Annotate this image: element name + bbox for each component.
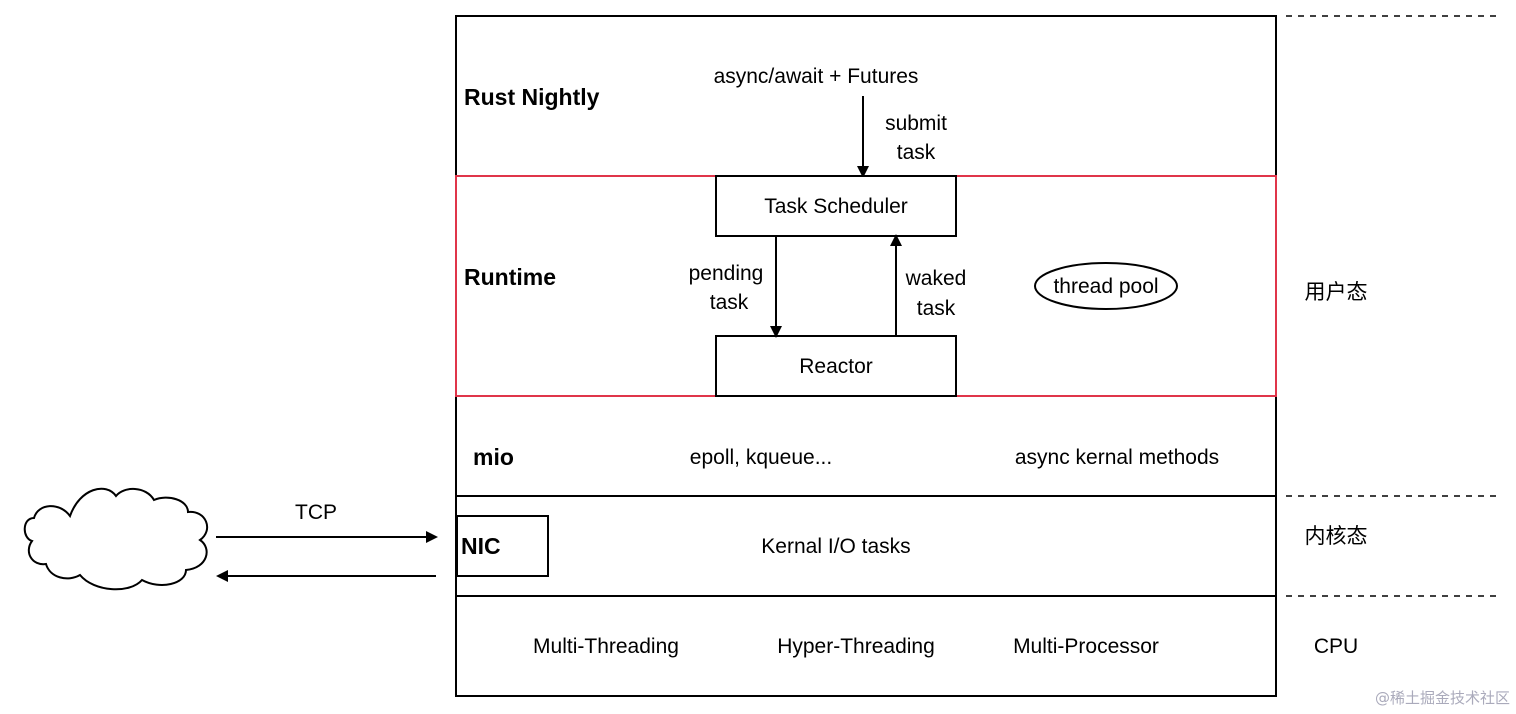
reactor-label: Reactor [799,355,873,378]
user-space-label: 用户态 [1305,281,1368,304]
cpu-item-multi-threading: Multi-Threading [533,635,679,658]
submit-task-label: task [897,141,936,164]
rust-nightly-title: Rust Nightly [464,84,600,110]
thread-pool-ellipse [1034,262,1178,310]
nic-box [456,515,549,577]
async-await-futures-label: async/await + Futures [714,65,919,88]
cpu-item-multi-processor: Multi-Processor [1013,635,1159,658]
runtime-title: Runtime [464,264,556,290]
thread-pool-label: thread pool [1053,275,1158,298]
epoll-kqueue-label: epoll, kqueue... [690,446,832,469]
mio-title: mio [473,444,514,470]
kernel-space-label: 内核态 [1305,525,1368,548]
network-cloud-icon [23,487,209,591]
submit-label: submit [885,112,947,135]
tcp-label: TCP [295,501,337,524]
waked-label: waked [905,267,967,290]
async-kernal-methods-label: async kernal methods [1015,446,1219,469]
task-scheduler-label: Task Scheduler [764,195,908,218]
cpu-item-hyper-threading: Hyper-Threading [777,635,935,658]
watermark: @稀土掘金技术社区 [1375,689,1510,707]
task-scheduler-box [715,175,957,237]
cpu-side-label: CPU [1314,635,1358,658]
waked-task-label: task [917,297,956,320]
pending-label: pending [689,262,764,285]
nic-label: NIC [461,533,501,559]
kernal-io-tasks-label: Kernal I/O tasks [761,535,910,558]
pending-task-label: task [710,291,749,314]
reactor-box [715,335,957,397]
